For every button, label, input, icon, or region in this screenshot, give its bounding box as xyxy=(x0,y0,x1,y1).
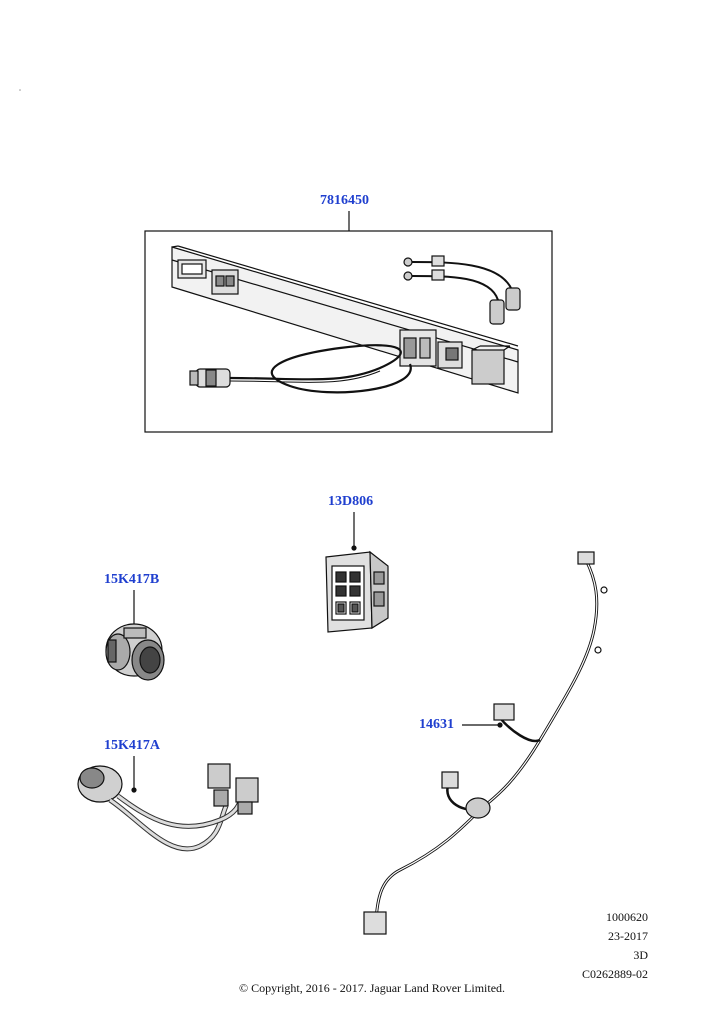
kit-lead-1 xyxy=(411,261,513,291)
copyright-notice: © Copyright, 2016 - 2017. Jaguar Land Ro… xyxy=(238,981,506,995)
reference-line-1: 1000620 xyxy=(606,910,648,924)
reference-block: 1000620 23-2017 3D C0262889-02 xyxy=(582,908,648,984)
adapter-socket-1 xyxy=(207,763,231,789)
kit-lead-2 xyxy=(411,275,499,301)
part-label-kit[interactable]: 7816450 xyxy=(320,193,369,208)
switch-illustration xyxy=(325,512,389,633)
kit-bulb-holder-1 xyxy=(505,287,521,311)
part-label-switch[interactable]: 13D806 xyxy=(328,494,374,509)
part-label-adapter[interactable]: 15K417A xyxy=(104,738,160,753)
harness-top-connector xyxy=(577,551,595,565)
part-label-harness[interactable]: 14631 xyxy=(419,717,454,732)
harness-illustration xyxy=(363,551,608,935)
reference-line-2: 23-2017 xyxy=(608,929,648,943)
harness-end-connector xyxy=(363,911,387,935)
harness-main-wire xyxy=(374,559,599,919)
kit-illustration xyxy=(144,211,553,433)
reference-line-4: C0262889-02 xyxy=(582,967,648,981)
reference-line-3: 3D xyxy=(633,948,648,962)
kit-plug-cable xyxy=(229,344,412,394)
harness-mid-connector xyxy=(493,703,515,721)
harness-side-connector xyxy=(441,771,459,789)
adapter-illustration xyxy=(77,756,259,852)
kit-bulb-holder-2 xyxy=(489,299,505,325)
part-label-socket[interactable]: 15K417B xyxy=(104,572,160,587)
stray-mark xyxy=(19,89,21,91)
socket-illustration xyxy=(105,590,165,681)
adapter-socket-2 xyxy=(235,777,259,803)
harness-grommet xyxy=(465,797,491,819)
